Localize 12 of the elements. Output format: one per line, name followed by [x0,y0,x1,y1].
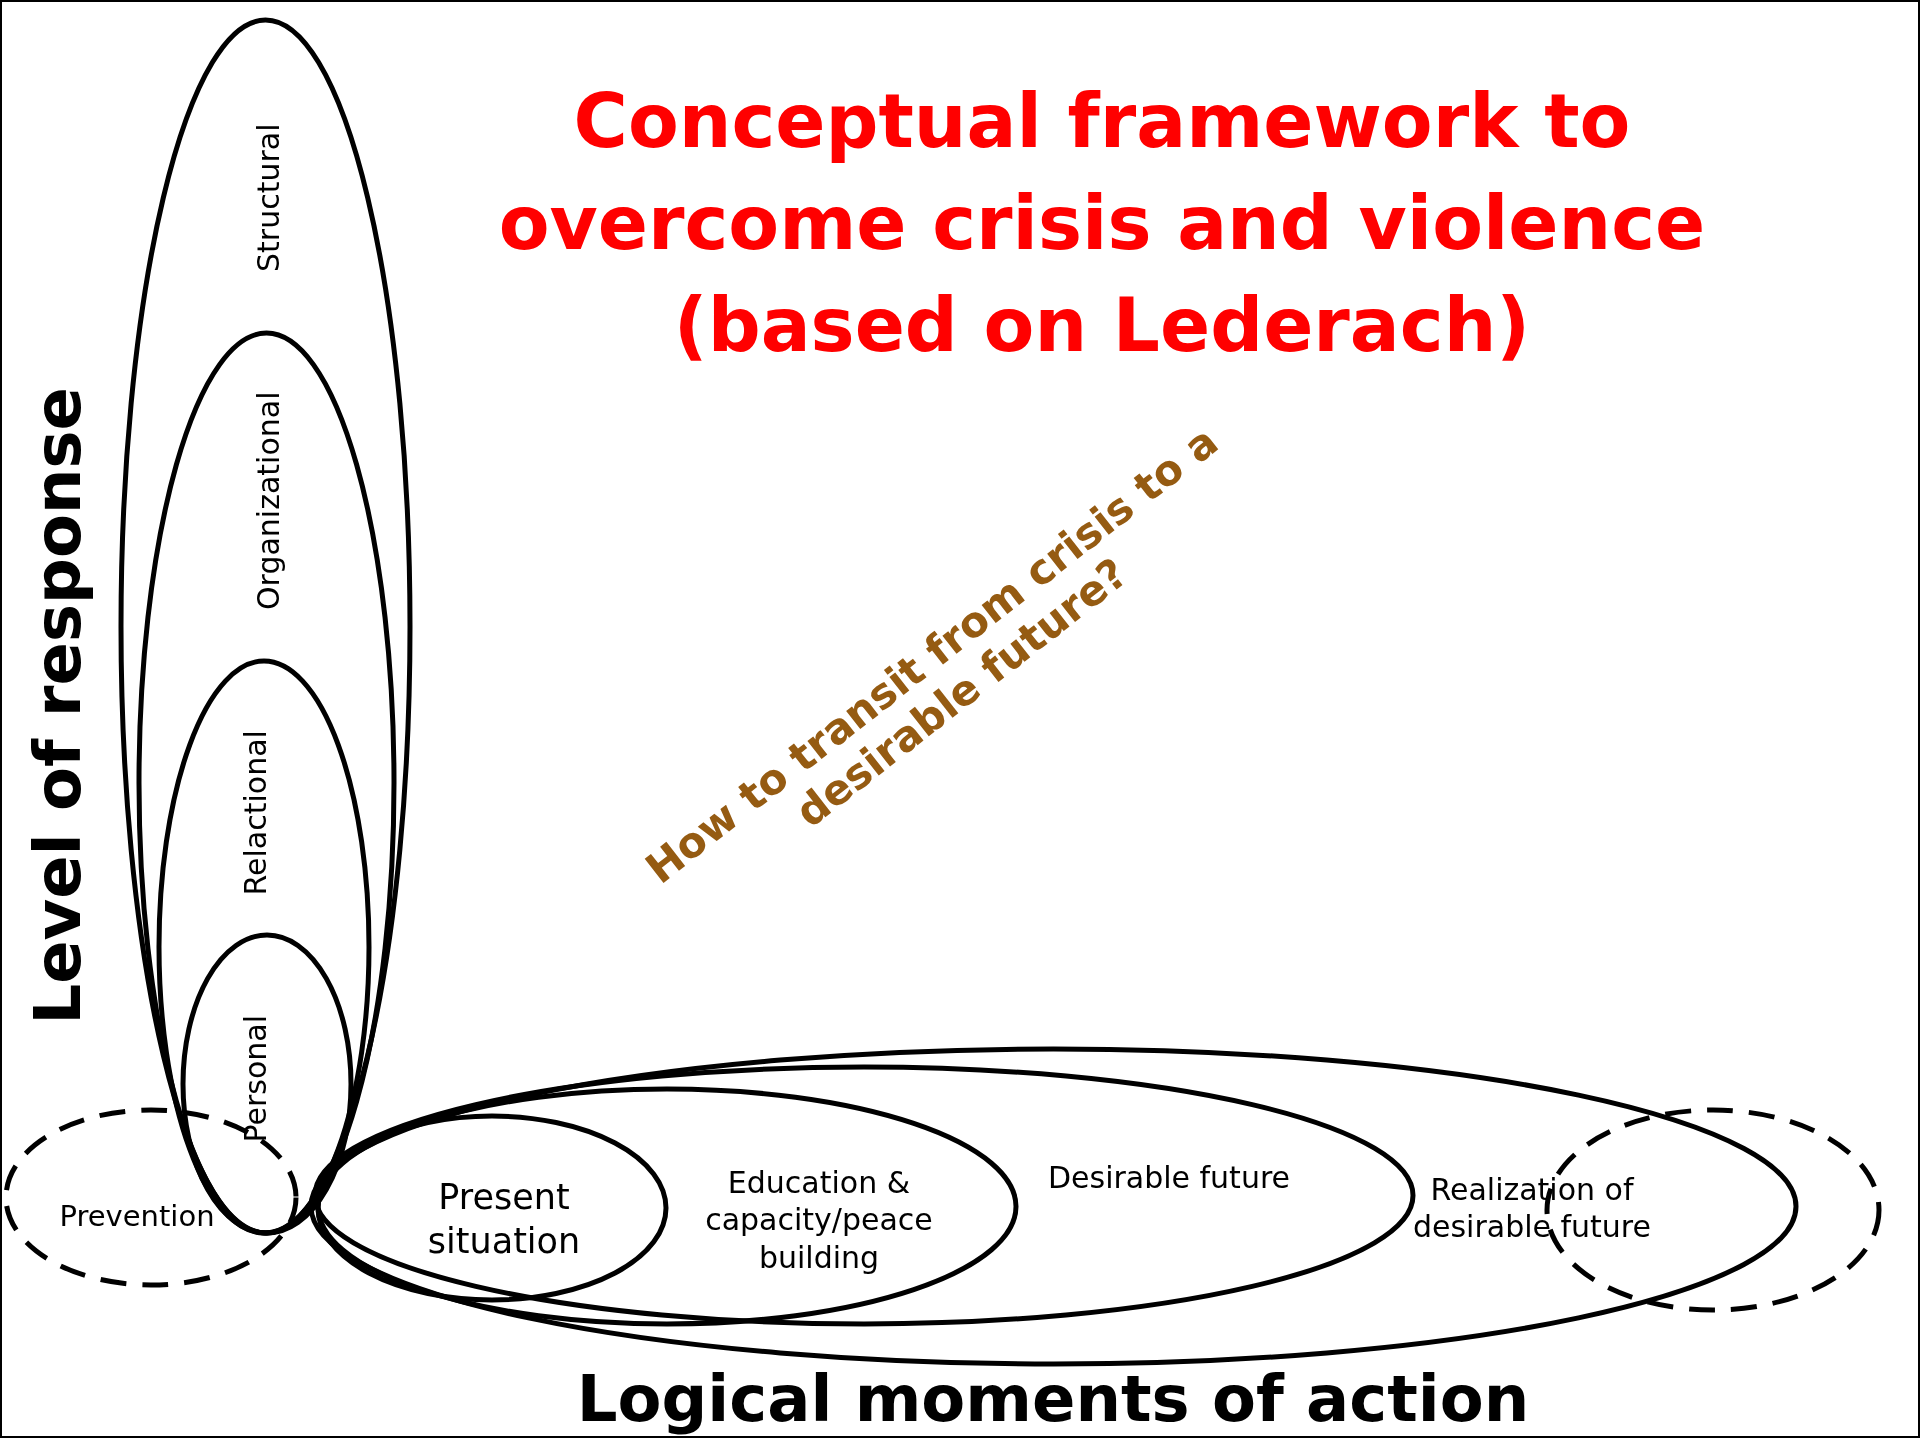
title: Conceptual framework to overcome crisis and violence (based on Lederach) [497,77,1707,370]
axis-title: Logical moments of action [575,1363,1531,1437]
ellipse-label: Desirable future [1046,1159,1292,1197]
axis-title: Level of response [22,386,96,1027]
ellipse-label: Realization of desirable future [1411,1170,1652,1246]
ellipse-label: Structural [250,122,288,274]
ellipse-label: Prevention [58,1198,216,1235]
ellipse-label: Organizational [250,390,288,612]
ellipse-label: Present situation [426,1176,582,1263]
ellipse-label: Personal [237,1014,275,1145]
ellipse-label: Relactional [237,729,275,898]
ellipse-label: Education & capacity/peace building [704,1163,934,1276]
